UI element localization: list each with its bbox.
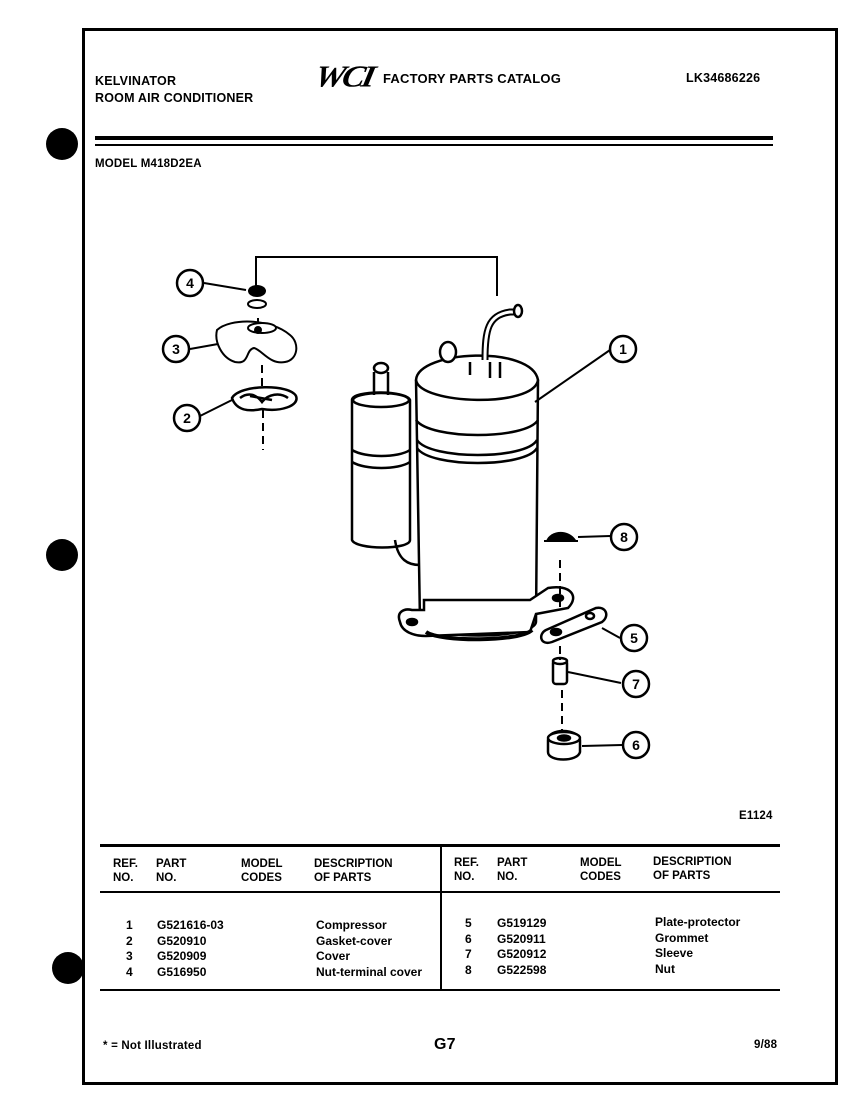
page-frame	[82, 28, 838, 1085]
table-cell: G520912	[497, 947, 547, 961]
table-cell: G520909	[157, 949, 207, 963]
table-column-divider	[440, 844, 442, 991]
part-2-gasket	[230, 386, 298, 412]
table-cell: 5	[465, 916, 472, 930]
table-cell: Sleeve	[655, 946, 694, 960]
table-cell: 4	[126, 964, 133, 979]
callout-2: 2	[183, 410, 191, 426]
figure-code: E1124	[739, 810, 773, 822]
callout-7: 7	[632, 676, 640, 692]
table-cell: Grommet	[655, 930, 709, 945]
revision-date: 9/88	[754, 1039, 778, 1051]
brand-line-1: KELVINATOR	[95, 74, 177, 88]
brand-line-2: ROOM AIR CONDITIONER	[95, 91, 254, 105]
table-cell: Nut	[655, 961, 675, 976]
binder-hole-top	[46, 128, 78, 160]
table-cell: 8	[465, 962, 472, 977]
right-part-column: G519129 G520911 G520912 G522598	[497, 916, 546, 978]
left-desc-column: Compressor Gasket-cover Cover Nut-termin…	[316, 918, 422, 980]
header-rule-thin	[95, 144, 773, 146]
part-8-nut	[544, 531, 578, 542]
callout-4: 4	[186, 275, 194, 291]
table-cell: 3	[126, 949, 133, 963]
part-1-compressor	[350, 303, 575, 642]
table-cell: 6	[465, 931, 472, 946]
table-cell: Cover	[316, 949, 351, 963]
table-cell: Compressor	[316, 918, 387, 932]
table-cell: G520911	[497, 931, 546, 946]
table-cell: Plate-protector	[655, 915, 741, 929]
table-cell: 1	[126, 918, 133, 932]
table-cell: G521616-03	[157, 918, 224, 932]
catalog-number: LK34686226	[686, 71, 761, 85]
callout-5: 5	[630, 630, 638, 646]
binder-hole-bottom	[52, 952, 84, 984]
part-6-grommet	[546, 729, 582, 761]
page-number: G7	[434, 1036, 456, 1053]
table-cell: G522598	[497, 962, 547, 977]
table-cell: G519129	[497, 916, 547, 930]
table-cell: Gasket-cover	[316, 933, 393, 948]
table-cell: 2	[126, 933, 133, 948]
left-ref-column: 1 2 3 4	[126, 918, 133, 980]
left-part-column: G521616-03 G520910 G520909 G516950	[157, 918, 224, 980]
callout-3: 3	[172, 341, 180, 357]
catalog-title: FACTORY PARTS CATALOG	[383, 71, 562, 86]
part-5-plate-protector	[539, 606, 608, 645]
part-7-sleeve	[551, 656, 569, 686]
right-desc-column: Plate-protector Grommet Sleeve Nut	[655, 915, 740, 977]
header-ref-right: REF.NO.	[454, 857, 479, 883]
model-label: MODEL M418D2EA	[95, 158, 202, 170]
footnote: * = Not Illustrated	[103, 1040, 202, 1052]
header-ref-left: REF.NO.	[113, 858, 138, 884]
table-cell: 7	[465, 947, 472, 961]
right-ref-column: 5 6 7 8	[465, 916, 472, 978]
table-cell: G516950	[157, 964, 207, 979]
part-4-nut	[247, 285, 267, 309]
header-rule-thick	[95, 136, 773, 140]
binder-hole-middle	[46, 539, 78, 571]
part-3-cover	[215, 320, 298, 364]
callout-8: 8	[620, 529, 628, 545]
table-cell: G520910	[157, 933, 207, 948]
table-cell: Nut-terminal cover	[316, 964, 423, 979]
callout-1: 1	[619, 341, 627, 357]
callout-6: 6	[632, 737, 640, 753]
